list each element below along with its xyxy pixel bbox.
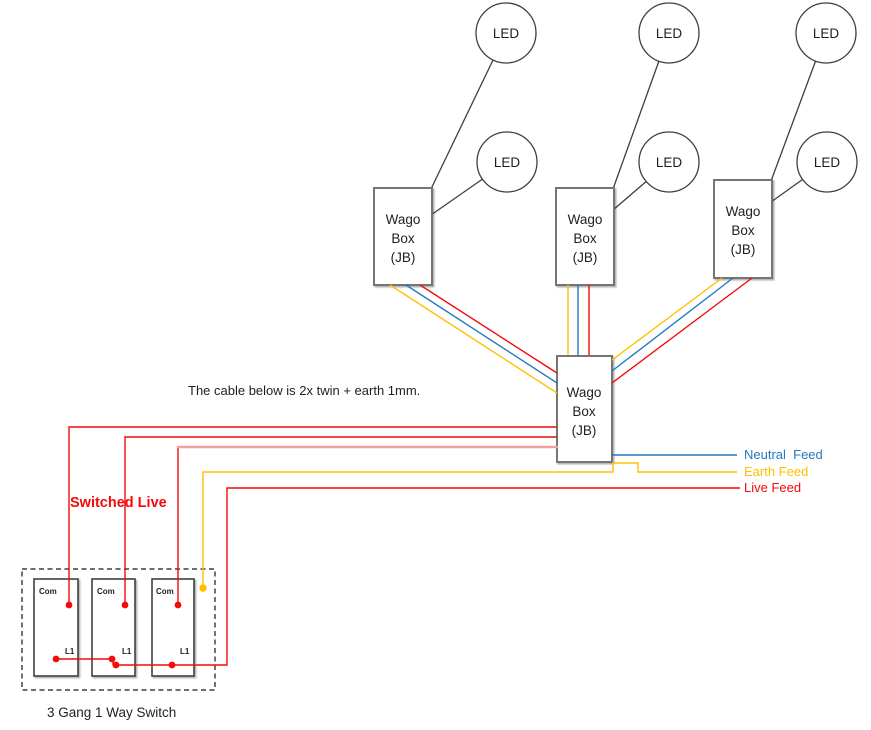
switch-com-label: Com (39, 587, 57, 596)
l1-terminal-dot (108, 655, 116, 663)
switch-com-label: Com (97, 587, 115, 596)
neutral-wire-right-diagonal (611, 277, 734, 372)
com-terminal-dot (174, 601, 182, 609)
switch-enclosure-dashed (21, 568, 216, 691)
led-label: LED (493, 26, 520, 41)
led-circle (638, 2, 700, 64)
earth-feed-label: Earth Feed (744, 464, 808, 479)
led-label: LED (656, 155, 683, 170)
cable-note: The cable below is 2x twin + earth 1mm. (188, 383, 420, 398)
wago-label-line3: (JB) (391, 250, 416, 265)
led-label: LED (813, 26, 840, 41)
live-wire-right-diagonal (611, 277, 753, 384)
wago-label-line3: (JB) (731, 242, 756, 257)
l1-terminal-dot (112, 661, 120, 669)
switch-module-3 (151, 578, 195, 677)
wago-label-line2: Box (573, 231, 597, 246)
com-terminal-dot (121, 601, 129, 609)
switch-l1-label: L1 (180, 647, 190, 656)
switch-modules (33, 578, 195, 677)
live-wire-left-diagonal (419, 284, 558, 374)
led-circle (476, 131, 538, 193)
live-feed-label: Live Feed (744, 480, 801, 495)
live-feed-wire (116, 487, 740, 666)
wago-label-line1: Wago (726, 204, 761, 219)
switch-l1-label: L1 (65, 647, 75, 656)
wago-box-central (556, 355, 613, 463)
led-label: LED (656, 26, 683, 41)
switch-l1-label: L1 (122, 647, 132, 656)
wago-box-left (373, 187, 433, 286)
wago-box-middle (555, 187, 615, 286)
earth-feed-wire (202, 462, 737, 588)
switch-caption: 3 Gang 1 Way Switch (47, 705, 176, 720)
wago-label-line3: (JB) (572, 423, 597, 438)
wago-label-line3: (JB) (573, 250, 598, 265)
led-circle (475, 2, 537, 64)
wago-junction-boxes (373, 179, 773, 463)
com-terminal-dot (65, 601, 73, 609)
neutral-feed-label: Neutral Feed (744, 447, 823, 462)
led-lamps (475, 2, 858, 193)
earth-terminal-dot (199, 584, 207, 592)
switched-live-wire-2 (124, 436, 557, 605)
led-label: LED (814, 155, 841, 170)
neutral-wires (405, 277, 737, 456)
l1-terminal-dot (52, 655, 60, 663)
neutral-wire-left-diagonal (405, 284, 558, 384)
wago-label-line1: Wago (568, 212, 603, 227)
l1-terminal-dot (168, 661, 176, 669)
wago-label-line1: Wago (567, 385, 602, 400)
earth-wire-left-diagonal (389, 284, 558, 394)
switched-live-label: Switched Live (70, 495, 167, 511)
switched-live-wire-1 (68, 426, 557, 605)
led-circle (795, 2, 857, 64)
black-labels: LED LED LED LED LED LED Wago Box (JB) Wa… (39, 26, 840, 720)
wago-label-line2: Box (731, 223, 755, 238)
led-circle (796, 131, 858, 193)
wago-box-right (713, 179, 773, 279)
earth-wire-right-diagonal (611, 277, 723, 361)
live-terminal-dots (52, 601, 182, 669)
led-label: LED (494, 155, 521, 170)
led-circle (638, 131, 700, 193)
earth-wires (202, 277, 737, 588)
wago-label-line2: Box (391, 231, 415, 246)
wago-label-line1: Wago (386, 212, 421, 227)
wago-label-line2: Box (572, 404, 596, 419)
switch-com-label: Com (156, 587, 174, 596)
